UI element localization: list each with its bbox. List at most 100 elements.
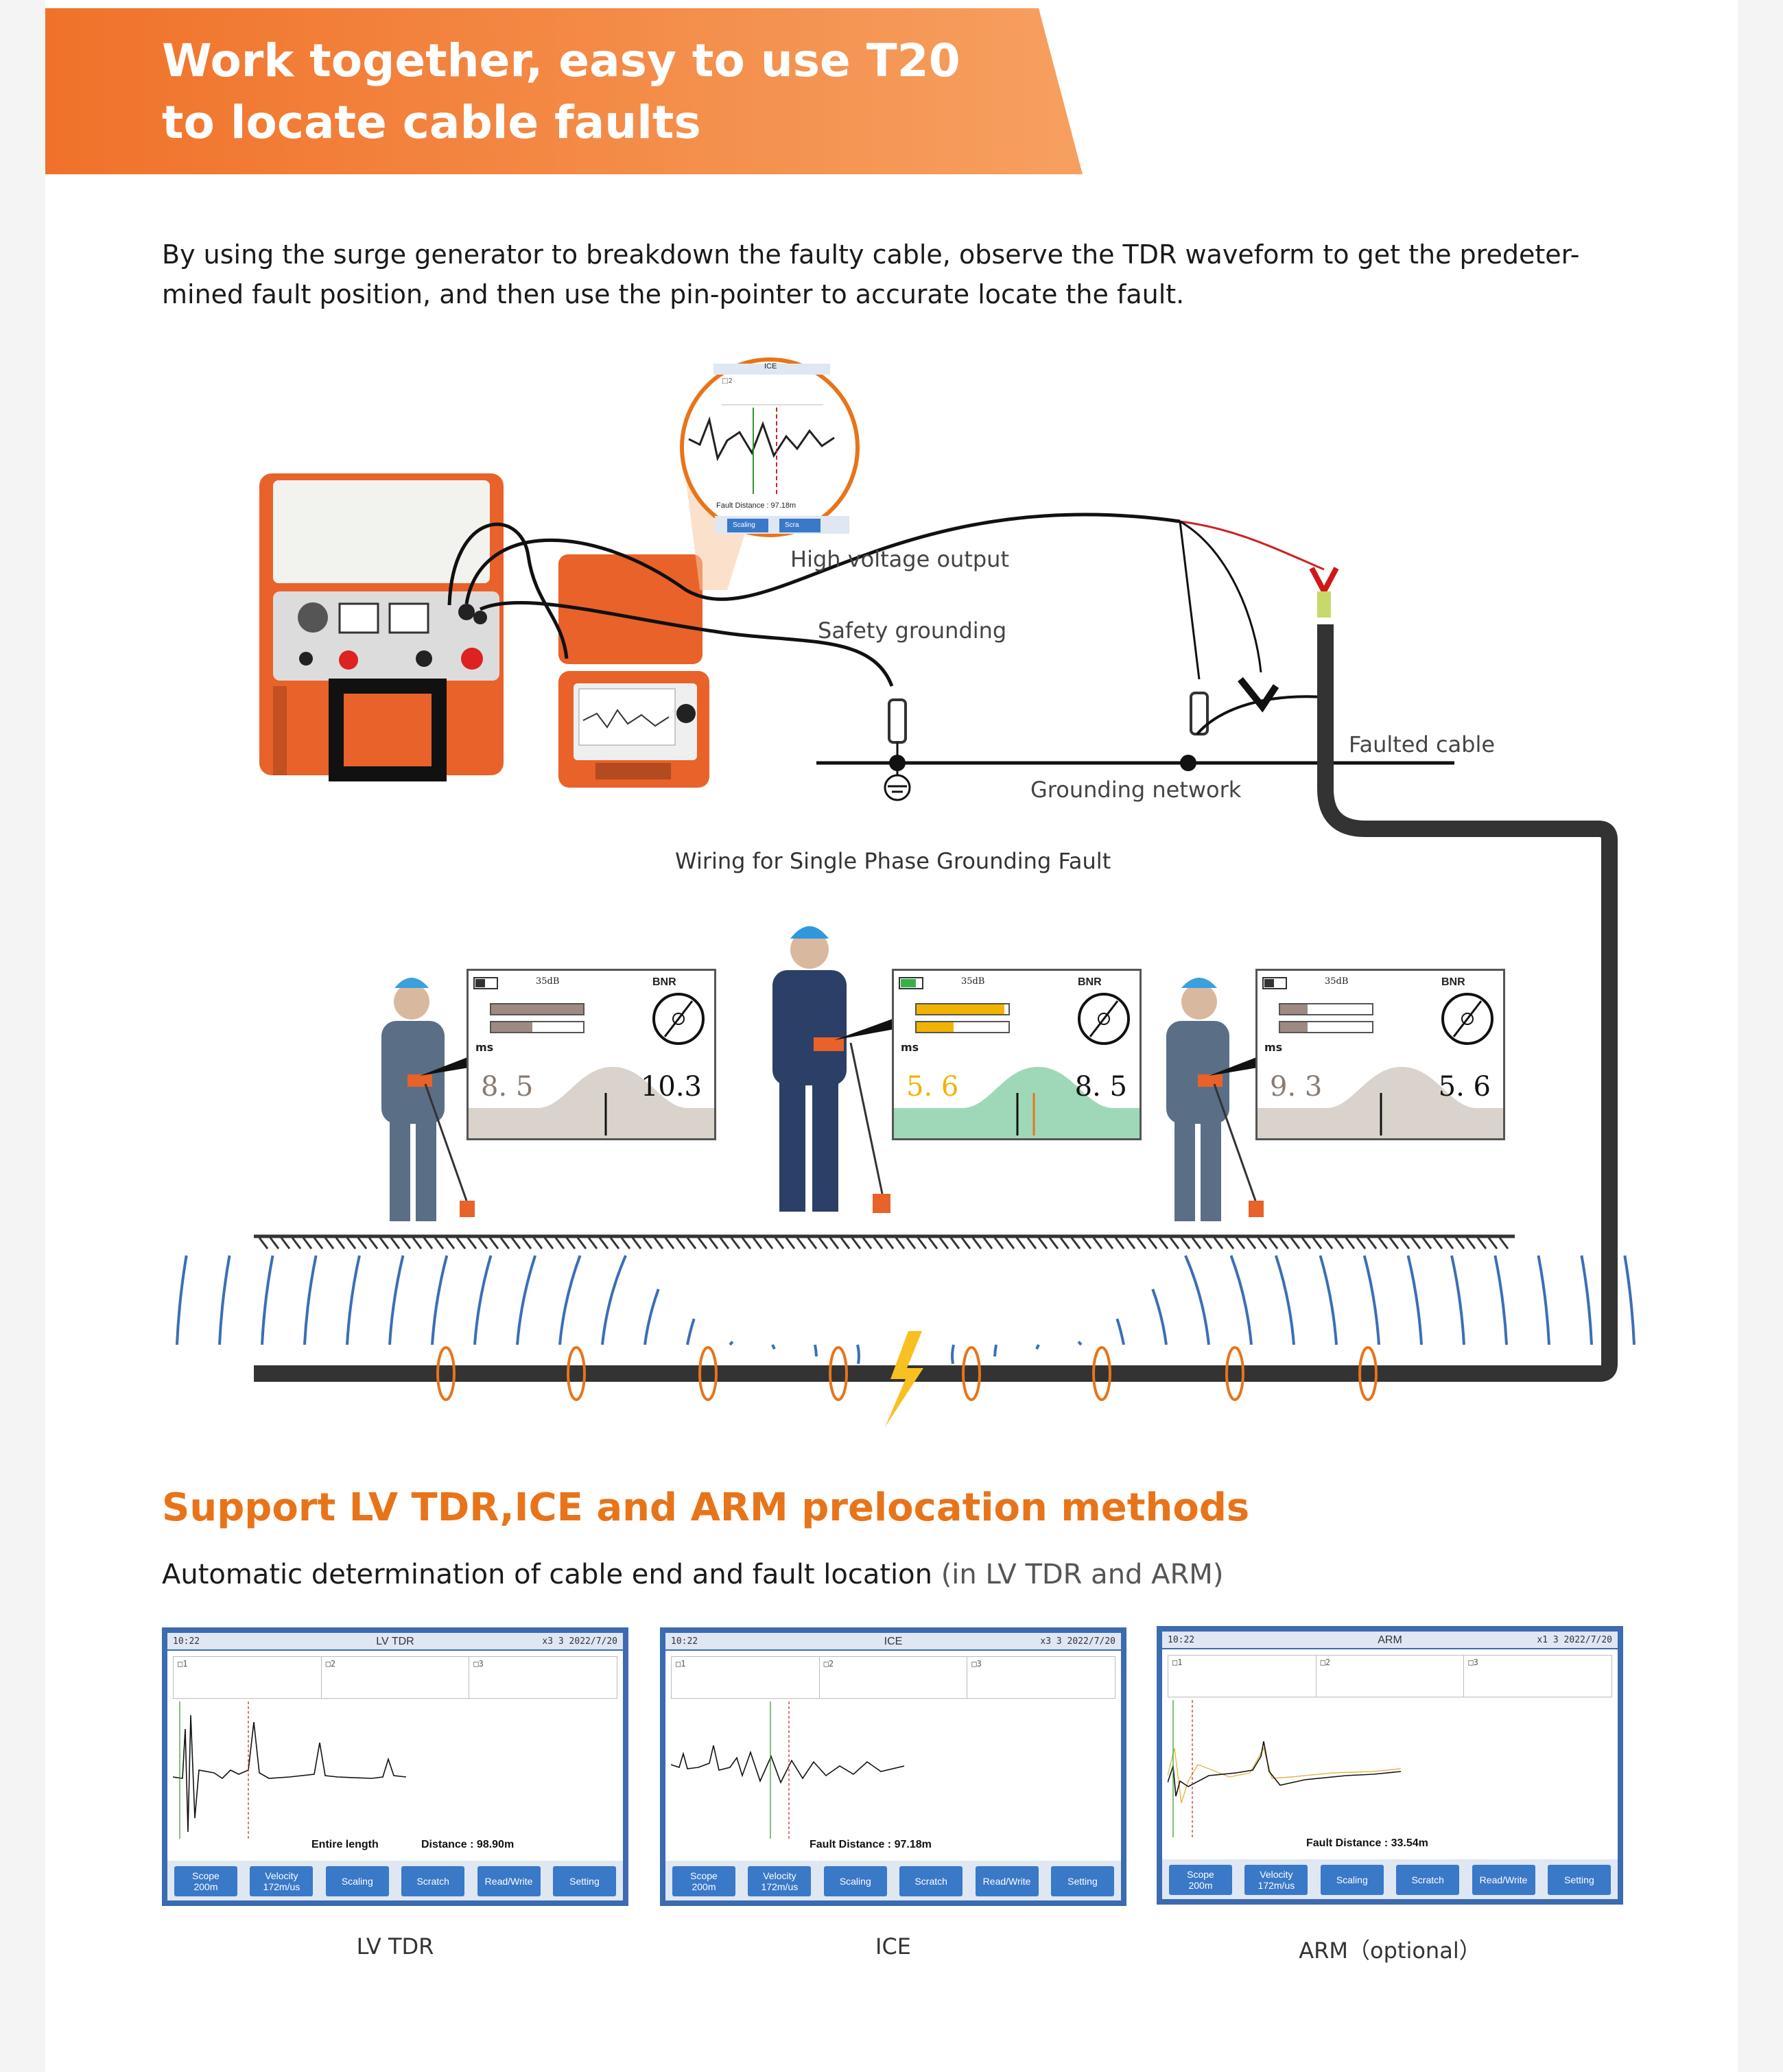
magnifier-box: □2 [722,377,733,385]
marker-box-2: □2 [322,1657,470,1698]
screen-lv-tdr: 10:22 LV TDR x3 3 2022/7/20 □1 □2 □3 Ent… [162,1627,628,1906]
label-safety-grounding: Safety grounding [818,617,1007,644]
screen-readout-right: Fault Distance : 33.54m [1306,1837,1428,1849]
pinpointer-right-value: 10.3 [640,1071,702,1103]
screen-readout-right: Fault Distance : 97.18m [810,1839,932,1850]
pinpointer-left-value: 9. 3 [1270,1071,1323,1103]
worker-left [381,978,475,1221]
pinpointer-graphics [469,977,714,1138]
screen-waveform [1168,1700,1401,1837]
softkey-value: 172m/us [263,1881,300,1892]
pinpointer-unit: ms [1264,1041,1283,1054]
pinpointer-left-value: 5. 6 [906,1071,959,1103]
header-banner [45,8,1083,174]
caption-arm: ARM（optional） [1299,1938,1481,1964]
pinpointer-screen-2: 35dB BNR ms 5. 6 8. 5 [892,969,1142,1140]
section-subtitle: Automatic determination of cable end and… [162,1559,1223,1590]
marker-box-2: □2 [1316,1656,1465,1697]
screen-mode-title: ARM [1378,1634,1402,1646]
softkey-setting[interactable]: Setting [552,1866,616,1896]
softkey-label: Velocity [265,1870,298,1881]
softkey-label: Velocity [763,1870,796,1881]
section-title: Support LV TDR,ICE and ARM prelocation m… [162,1485,1250,1530]
pinpointer-screen-1: 35dB BNR ms 8. 5 10.3 [467,969,716,1140]
softkey-label: Setting [569,1876,600,1887]
title-line-2: to locate cable faults [162,96,701,149]
softkey-scope[interactable]: Scope 200m [174,1866,237,1896]
marker-box-3: □3 [1468,1658,1478,1667]
pinpointer-left-value: 8. 5 [481,1071,534,1103]
label-high-voltage-output: High voltage output [790,546,1009,572]
label-faulted-cable: Faulted cable [1349,731,1496,757]
ground-surface [254,1234,1515,1249]
screen-display: 10:22 ICE x3 3 2022/7/20 □1 □2 □3 Fault … [665,1633,1121,1900]
softkey-scope[interactable]: Scope 200m [672,1866,735,1896]
pinpointer-right-value: 5. 6 [1438,1071,1491,1103]
screen-marker-boxes: □1 □2 □3 [1168,1655,1612,1697]
softkey-scaling[interactable]: Scaling [823,1866,887,1896]
softkey-label: Velocity [1260,1869,1293,1880]
softkey-label: Scaling [341,1876,373,1887]
marker-box-1: □1 [174,1657,322,1698]
softkey-label: Read/Write [1479,1874,1528,1885]
softkey-scope[interactable]: Scope 200m [1169,1865,1232,1895]
softkey-read-write[interactable]: Read/Write [1472,1865,1535,1895]
screen-time: 10:22 [173,1636,200,1647]
screen-display: 10:22 LV TDR x3 3 2022/7/20 □1 □2 □3 Ent… [167,1633,623,1900]
worker-right [1166,978,1264,1221]
screen-status: x3 3 2022/7/20 [542,1636,617,1647]
pinpointer-bnr: BNR [1441,976,1465,988]
worker-center [772,926,890,1213]
softkey-value: 200m [193,1881,218,1892]
pinpointer-unit: ms [475,1041,494,1054]
pinpointer-screen-3: 35dB BNR ms 9. 3 5. 6 [1255,969,1505,1140]
softkey-setting[interactable]: Setting [1050,1866,1114,1896]
magnifier-btn-scratch: Scra [785,521,799,529]
pinpointer-graphics [1257,977,1503,1138]
softkey-scratch[interactable]: Scratch [401,1866,465,1896]
screen-display: 10:22 ARM x1 3 2022/7/20 □1 □2 □3 Fault … [1162,1632,1618,1899]
wiring-caption: Wiring for Single Phase Grounding Fault [675,848,1111,874]
softkey-value: 200m [692,1881,716,1892]
screen-status-bar: 10:22 ICE x3 3 2022/7/20 [665,1633,1121,1651]
softkey-setting[interactable]: Setting [1547,1865,1611,1895]
caption-ice: ICE [875,1933,911,1959]
pinpointer-bnr: BNR [652,976,676,988]
softkey-scratch[interactable]: Scratch [1396,1865,1460,1895]
title-line-1: Work together, easy to use T20 [162,34,960,87]
caption-lv-tdr: LV TDR [356,1933,434,1959]
pinpointer-db: 35dB [536,976,560,987]
pinpointer-bnr: BNR [1078,976,1102,988]
screen-status-bar: 10:22 LV TDR x3 3 2022/7/20 [167,1633,623,1651]
magnifier-title: ICE [764,362,777,370]
intro-paragraph: By using the surge generator to breakdow… [162,239,1580,309]
softkey-label: Read/Write [982,1876,1031,1887]
softkey-label: Read/Write [484,1876,533,1887]
softkey-label: Setting [1067,1876,1098,1887]
softkey-scaling[interactable]: Scaling [1320,1865,1384,1895]
softkey-read-write[interactable]: Read/Write [975,1866,1039,1896]
label-grounding-network: Grounding network [1030,777,1242,803]
t20-tester-device [558,554,709,788]
magnifier-readout: Fault Distance : 97.18m [716,502,796,510]
softkey-velocity[interactable]: Velocity 172m/us [250,1866,314,1896]
screen-status: x3 3 2022/7/20 [1040,1636,1115,1647]
softkey-velocity[interactable]: Velocity 172m/us [748,1866,812,1896]
marker-box-3: □3 [971,1659,982,1669]
pinpointer-right-value: 8. 5 [1074,1071,1127,1103]
softkey-scaling[interactable]: Scaling [325,1866,389,1896]
softkey-value: 172m/us [1257,1880,1295,1891]
softkey-velocity[interactable]: Velocity 172m/us [1244,1865,1308,1895]
screen-readout-right: Distance : 98.90m [421,1839,515,1850]
screen-arm: 10:22 ARM x1 3 2022/7/20 □1 □2 □3 Fault … [1157,1626,1623,1905]
page-title: Work together, easy to use T20 to locate… [162,30,960,154]
magnifier-ice-screen [680,357,860,537]
pinpointer-db: 35dB [1325,976,1349,987]
pinpointer-graphics [894,977,1140,1138]
softkey-label: Scratch [914,1876,947,1887]
softkey-scratch[interactable]: Scratch [899,1866,963,1896]
softkey-read-write[interactable]: Read/Write [477,1866,541,1896]
screen-status: x1 3 2022/7/20 [1537,1635,1612,1645]
screen-time: 10:22 [671,1636,698,1647]
